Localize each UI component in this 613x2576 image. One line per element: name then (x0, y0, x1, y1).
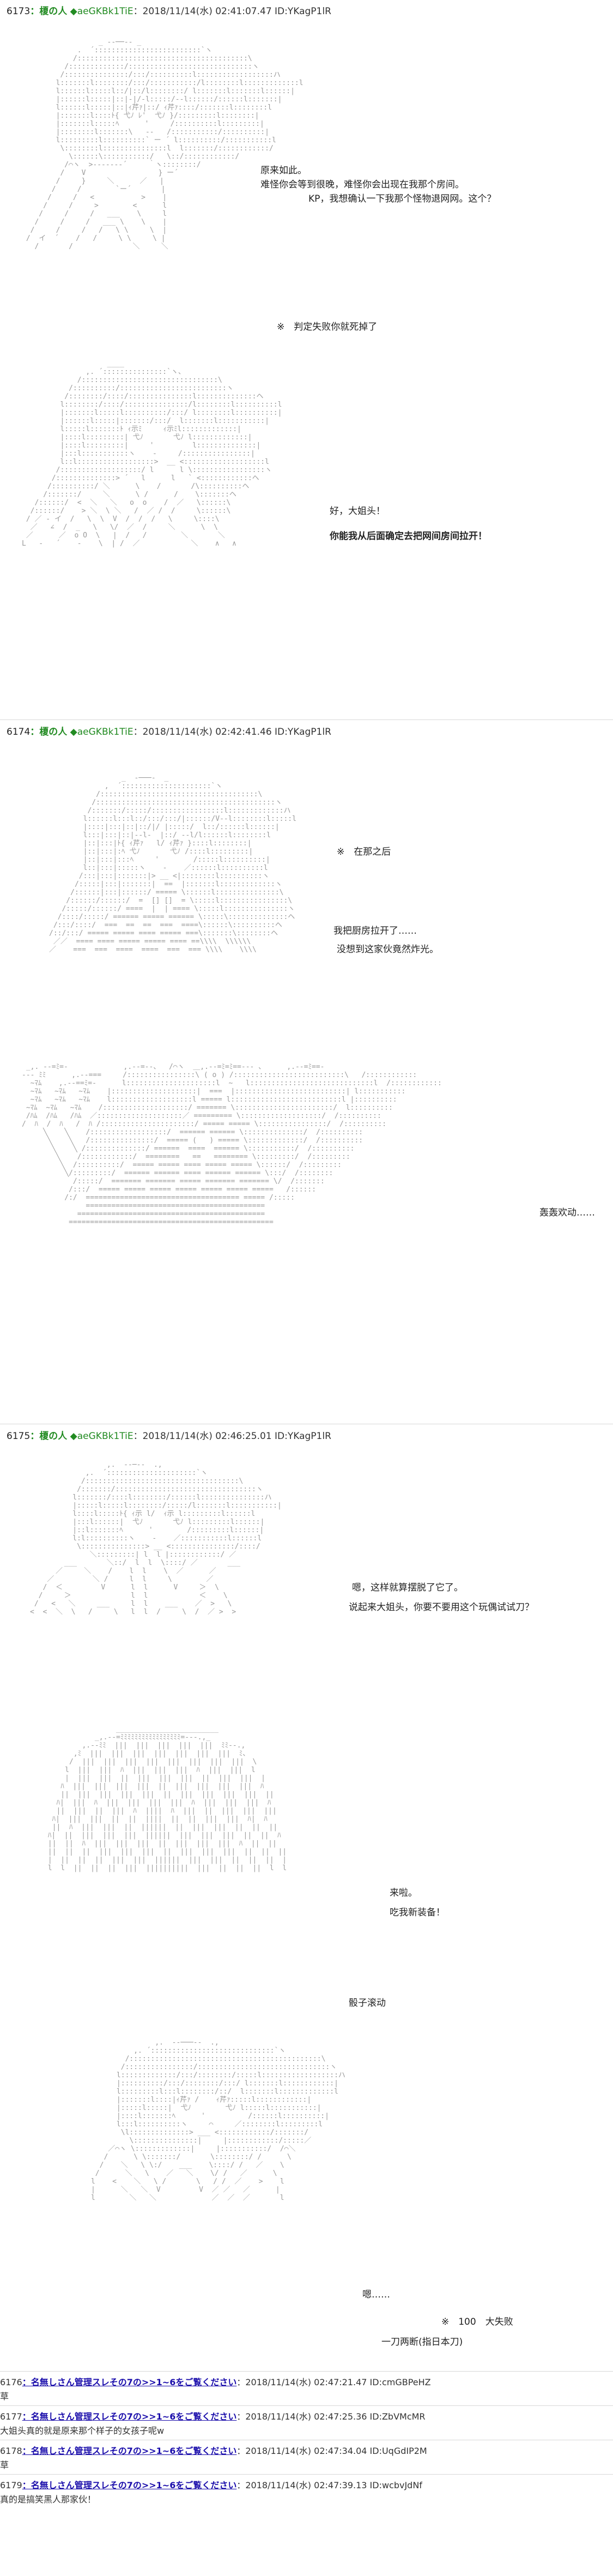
reply-body: 草 (0, 2460, 9, 2470)
reply-author-link[interactable]: ：名無しさん管理スレその7の>>1~6をご覧ください (22, 2446, 237, 2456)
reply-body: 草 (0, 2391, 9, 2402)
dialog-line: 来啦。 (390, 1888, 417, 1898)
dialog-line: 我把厨房拉开了…… (333, 926, 417, 936)
reply-datetime: ：2018/11/14(水) 02:47:34.04 ID:UqGdIP2M (236, 2446, 427, 2456)
reply-datetime: ：2018/11/14(水) 02:47:25.36 ID:ZbVMcMR (236, 2411, 426, 2422)
dialog-block: 好，大姐头！ 你能我从后面确定去把网间房间拉开！ (330, 504, 487, 543)
post-datetime: ：2018/11/14(水) 02:42:41.46 ID:YKagP1lR (133, 727, 331, 737)
post-author: ：榎の人 (30, 727, 68, 737)
dialog-line: 好，大姐头！ (330, 506, 385, 517)
reply-author-link[interactable]: ：名無しさん管理スレその7の>>1~6をご覧ください (22, 2411, 237, 2422)
dialog-line: 难怪你会等到很晚，难怪你会出现在我那个房间。 (260, 179, 464, 190)
post-divider (0, 719, 613, 720)
dialog-line: 原来如此。 (260, 165, 307, 176)
post-author: ：榎の人 (30, 6, 68, 17)
dialog-block: 来啦。 吃我新装备！ (390, 1886, 445, 1920)
post-number: 6173 (7, 6, 31, 17)
ascii-art-scene: ________________________ _,.-‐=ﾐﾐﾐﾐﾐﾐﾐﾐﾐ… (47, 1725, 287, 1872)
dialog-line: 吃我新装备！ (390, 1907, 445, 1918)
reply-item: 6178：名無しさん管理スレその7の>>1~6をご覧ください：2018/11/1… (0, 2444, 613, 2471)
dialog-line: 没想到这家伙竟然炸光。 (337, 944, 439, 955)
ascii-art-character: ,. -‐─‐- ., ,. ´:::::::::::::::::::::`ヽ … (30, 1461, 282, 1616)
ascii-art-scene: _,. -‐=ﾐ=- ,.-‐=‐-、 /⌒ヽ ＿,.-‐=ﾐ=ﾐ==-‐- 、… (22, 1063, 442, 1226)
narration-note: ※ 判定失败你就死掉了 (277, 322, 378, 332)
reply-number: 6176 (0, 2377, 22, 2387)
reply-divider (0, 2405, 613, 2406)
post-header: 6174：榎の人 ◆aeGKBk1TiE：2018/11/14(水) 02:42… (7, 724, 331, 737)
post-header: 6175：榎の人 ◆aeGKBk1TiE：2018/11/14(水) 02:46… (7, 1428, 331, 1442)
ascii-art-character: _ -‐──‐- _ . ´:::::::::::::::::::::::::`… (26, 38, 304, 251)
post-trip: ◆aeGKBk1TiE (70, 1431, 133, 1442)
post-number: 6175 (7, 1431, 31, 1442)
dialog-line-bold: 你能我从后面确定去把网间房间拉开！ (330, 531, 487, 542)
sound-effect: 轰轰欢动…… (539, 1207, 595, 1218)
reply-number: 6178 (0, 2446, 22, 2456)
ascii-art-character: ,. -‐───‐- ., ,. ´::::::::::::::::::::::… (90, 2039, 345, 2202)
dialog-block: 嗯，这样就算摆脱了它了。 说起来大姐头，你要不要用这个玩偶试试刀？ (349, 1581, 534, 1614)
reply-number: 6179 (0, 2480, 22, 2490)
result-line: 一刀两断(指日本刀) (381, 2337, 463, 2348)
post-header: 6173：榎の人 ◆aeGKBk1TiE：2018/11/14(水) 02:41… (7, 3, 331, 17)
post-trip: ◆aeGKBk1TiE (70, 727, 133, 737)
reply-author-link[interactable]: ：名無しさん管理スレその7の>>1~6をご覧ください (22, 2377, 237, 2387)
post-divider (0, 2371, 613, 2372)
dialog-line: 你能我从后面确定去把网间房间拉开！ (330, 529, 487, 543)
dialog-block: 我把厨房拉开了…… 没想到这家伙竟然炸光。 (333, 924, 439, 957)
dialog-line: 说起来大姐头，你要不要用这个玩偶试试刀？ (349, 1602, 534, 1613)
reply-item: 6177：名無しさん管理スレその7の>>1~6をご覧ください：2018/11/1… (0, 2409, 613, 2436)
reply-datetime: ：2018/11/14(水) 02:47:39.13 ID:wcbvJdNf (236, 2480, 422, 2490)
post-datetime: ：2018/11/14(水) 02:41:07.47 ID:YKagP1lR (133, 6, 331, 17)
post-number: 6174 (7, 727, 31, 737)
narration-note: ※ 在那之后 (337, 846, 391, 857)
reply-number: 6177 (0, 2411, 22, 2422)
reply-item: 6179：名無しさん管理スレその7の>>1~6をご覧ください：2018/11/1… (0, 2478, 613, 2505)
ascii-art-character: ____ ,. ´:::::::::::::::`ヽ、 /:::::::::::… (22, 360, 282, 548)
sound-effect: 骰子滚动 (349, 1998, 386, 2009)
post-author: ：榎の人 (30, 1431, 68, 1442)
dialog-line: 嗯，这样就算摆脱了它了。 (352, 1582, 463, 1593)
dialog-block: 原来如此。 难怪你会等到很晚，难怪你会出现在我那个房间。 KP，我想确认一下我那… (260, 164, 496, 206)
sound-effect: 嗯…… (362, 2289, 390, 2300)
ascii-art-character: _ -───- _ , ´:::::::::::::::::::::`ヽ /::… (49, 774, 296, 954)
reply-datetime: ：2018/11/14(水) 02:47:21.47 ID:cmGBPeHZ (236, 2377, 431, 2387)
reply-body: 大姐头真的就是原来那个样子的女孩子呢w (0, 2426, 165, 2436)
post-trip: ◆aeGKBk1TiE (70, 6, 133, 17)
reply-item: 6176：名無しさん管理スレその7の>>1~6をご覧ください：2018/11/1… (0, 2375, 613, 2402)
dice-result: ※ 100 大失败 (441, 2317, 513, 2327)
reply-body: 真的是搞笑黑人那家伙！ (0, 2494, 96, 2505)
post-datetime: ：2018/11/14(水) 02:46:25.01 ID:YKagP1lR (133, 1431, 331, 1442)
dialog-line: KP，我想确认一下我那个怪物退网网。这个？ (308, 193, 496, 204)
reply-divider (0, 2474, 613, 2475)
reply-author-link[interactable]: ：名無しさん管理スレその7の>>1~6をご覧ください (22, 2480, 237, 2490)
